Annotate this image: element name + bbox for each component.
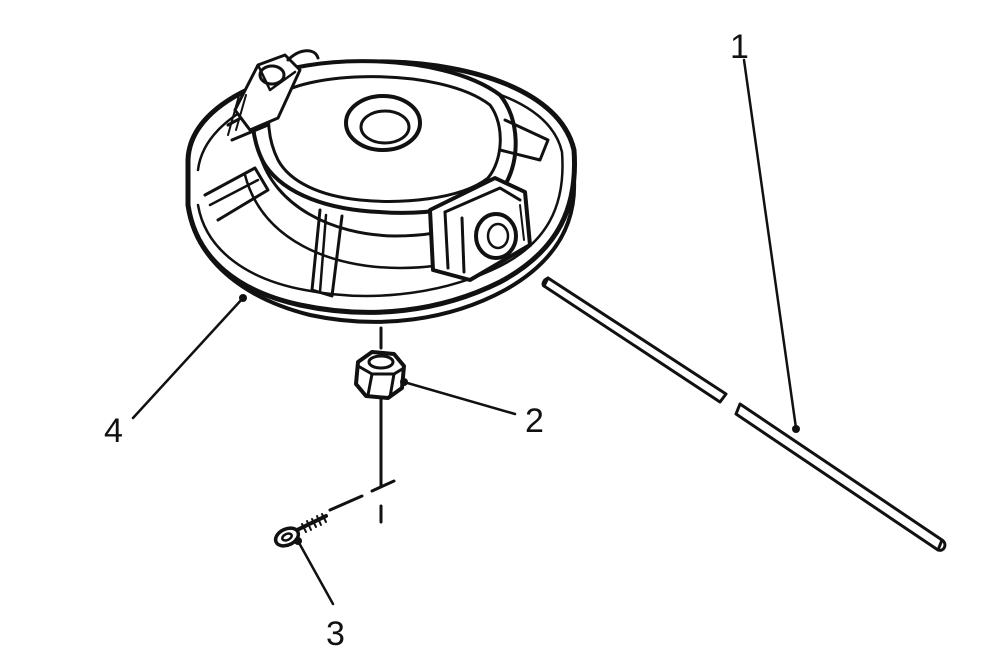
callout-1: 1	[730, 28, 749, 66]
leader-dot-1	[792, 425, 800, 433]
leader-line-1	[742, 58, 798, 430]
leader-line-2	[402, 380, 517, 416]
trimmer-line	[541, 276, 947, 552]
leader-line-3	[296, 539, 335, 606]
leader-dot-4	[239, 294, 247, 302]
callout-2: 2	[525, 402, 544, 440]
leader-dot-2	[400, 378, 408, 386]
callout-labels: 1 2 3 4	[104, 28, 749, 653]
callout-3: 3	[326, 615, 345, 653]
leader-line-4	[131, 296, 245, 420]
leader-dot-3	[294, 537, 302, 545]
trimmer-head	[185, 49, 578, 324]
nut	[354, 350, 406, 400]
assembly-axis-line	[328, 326, 396, 524]
leader-lines	[131, 58, 800, 606]
eye-bolt	[273, 513, 328, 548]
callout-4: 4	[104, 412, 123, 450]
